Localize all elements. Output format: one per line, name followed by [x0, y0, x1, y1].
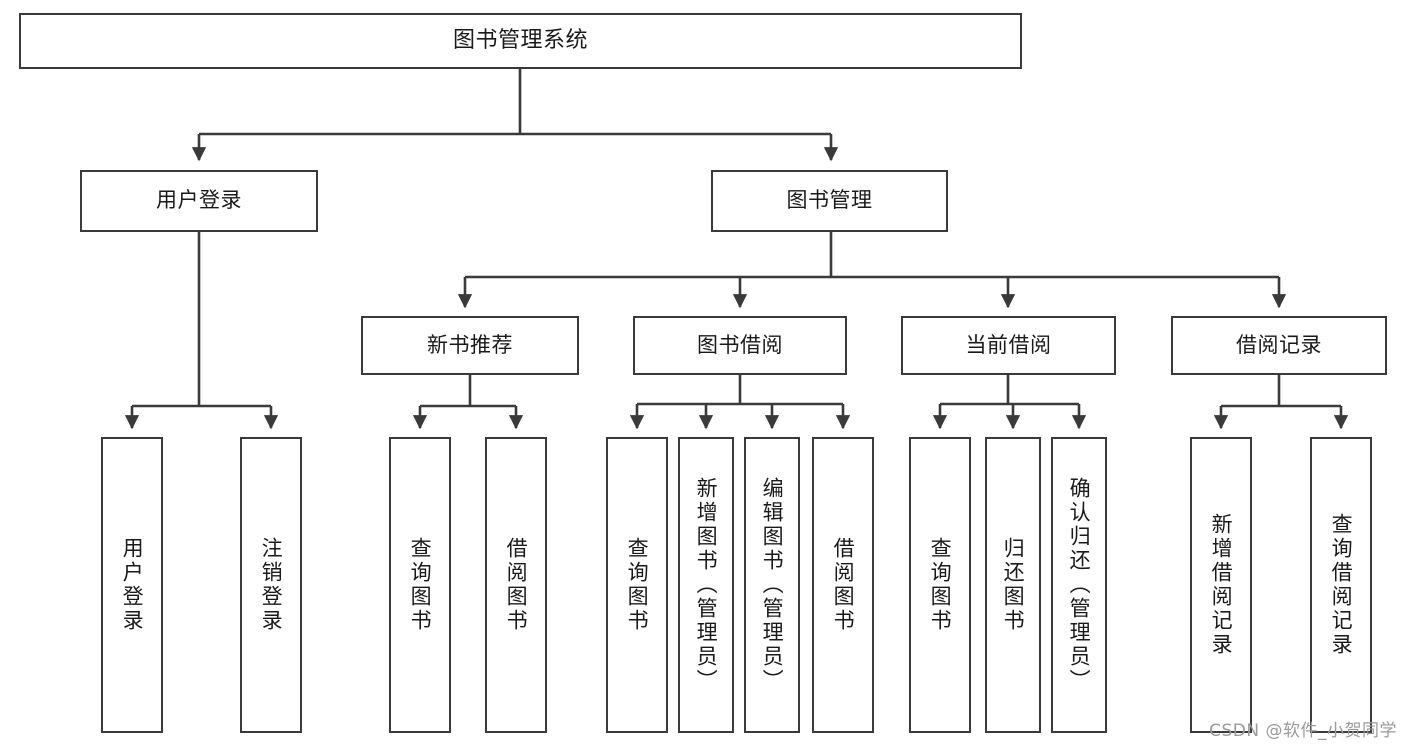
leaf-borrow-book[interactable]: 借阅图书: [812, 437, 874, 733]
leaf-borrow-book-recommend[interactable]: 借阅图书: [485, 437, 547, 733]
leaf-borrow-book-label: 借阅图书: [831, 537, 856, 633]
leaf-query-borrow-record-label: 查询借阅记录: [1329, 513, 1354, 657]
leaf-add-book-admin-label: 新增图书（管理员）: [694, 477, 719, 693]
leaf-query-book-current[interactable]: 查询图书: [909, 437, 971, 733]
leaf-user-login-label: 用户登录: [120, 537, 145, 633]
node-new-book-recommend-label: 新书推荐: [427, 332, 513, 357]
leaf-borrow-book-recommend-label: 借阅图书: [504, 537, 529, 633]
leaf-confirm-return-admin[interactable]: 确认归还（管理员）: [1051, 437, 1107, 733]
node-user-login[interactable]: 用户登录: [80, 170, 318, 232]
leaf-confirm-return-admin-label: 确认归还（管理员）: [1067, 477, 1092, 693]
leaf-query-book-recommend[interactable]: 查询图书: [389, 437, 451, 733]
node-book-borrow[interactable]: 图书借阅: [633, 316, 847, 375]
node-book-management-label: 图书管理: [786, 188, 873, 213]
node-borrow-record-label: 借阅记录: [1236, 332, 1322, 357]
node-user-login-label: 用户登录: [156, 188, 242, 213]
leaf-query-book-borrow-label: 查询图书: [625, 537, 650, 633]
leaf-user-login[interactable]: 用户登录: [101, 437, 163, 733]
leaf-edit-book-admin[interactable]: 编辑图书（管理员）: [744, 437, 800, 733]
leaf-return-book-label: 归还图书: [1001, 537, 1026, 633]
leaf-add-borrow-record[interactable]: 新增借阅记录: [1190, 437, 1252, 733]
leaf-return-book[interactable]: 归还图书: [985, 437, 1041, 733]
node-root-label: 图书管理系统: [452, 27, 588, 53]
node-book-borrow-label: 图书借阅: [697, 332, 783, 357]
leaf-logout[interactable]: 注销登录: [240, 437, 302, 733]
leaf-query-book-borrow[interactable]: 查询图书: [606, 437, 668, 733]
leaf-logout-label: 注销登录: [259, 537, 284, 633]
node-book-management[interactable]: 图书管理: [711, 170, 948, 232]
leaf-query-borrow-record[interactable]: 查询借阅记录: [1310, 437, 1372, 733]
leaf-query-book-recommend-label: 查询图书: [408, 537, 433, 633]
node-current-borrow[interactable]: 当前借阅: [901, 316, 1116, 375]
node-current-borrow-label: 当前借阅: [965, 332, 1052, 357]
leaf-edit-book-admin-label: 编辑图书（管理员）: [760, 477, 785, 693]
node-borrow-record[interactable]: 借阅记录: [1171, 316, 1387, 375]
node-new-book-recommend[interactable]: 新书推荐: [361, 316, 579, 375]
leaf-query-book-current-label: 查询图书: [928, 537, 953, 633]
node-root[interactable]: 图书管理系统: [19, 13, 1022, 69]
leaf-add-book-admin[interactable]: 新增图书（管理员）: [678, 437, 734, 733]
leaf-add-borrow-record-label: 新增借阅记录: [1209, 513, 1234, 657]
